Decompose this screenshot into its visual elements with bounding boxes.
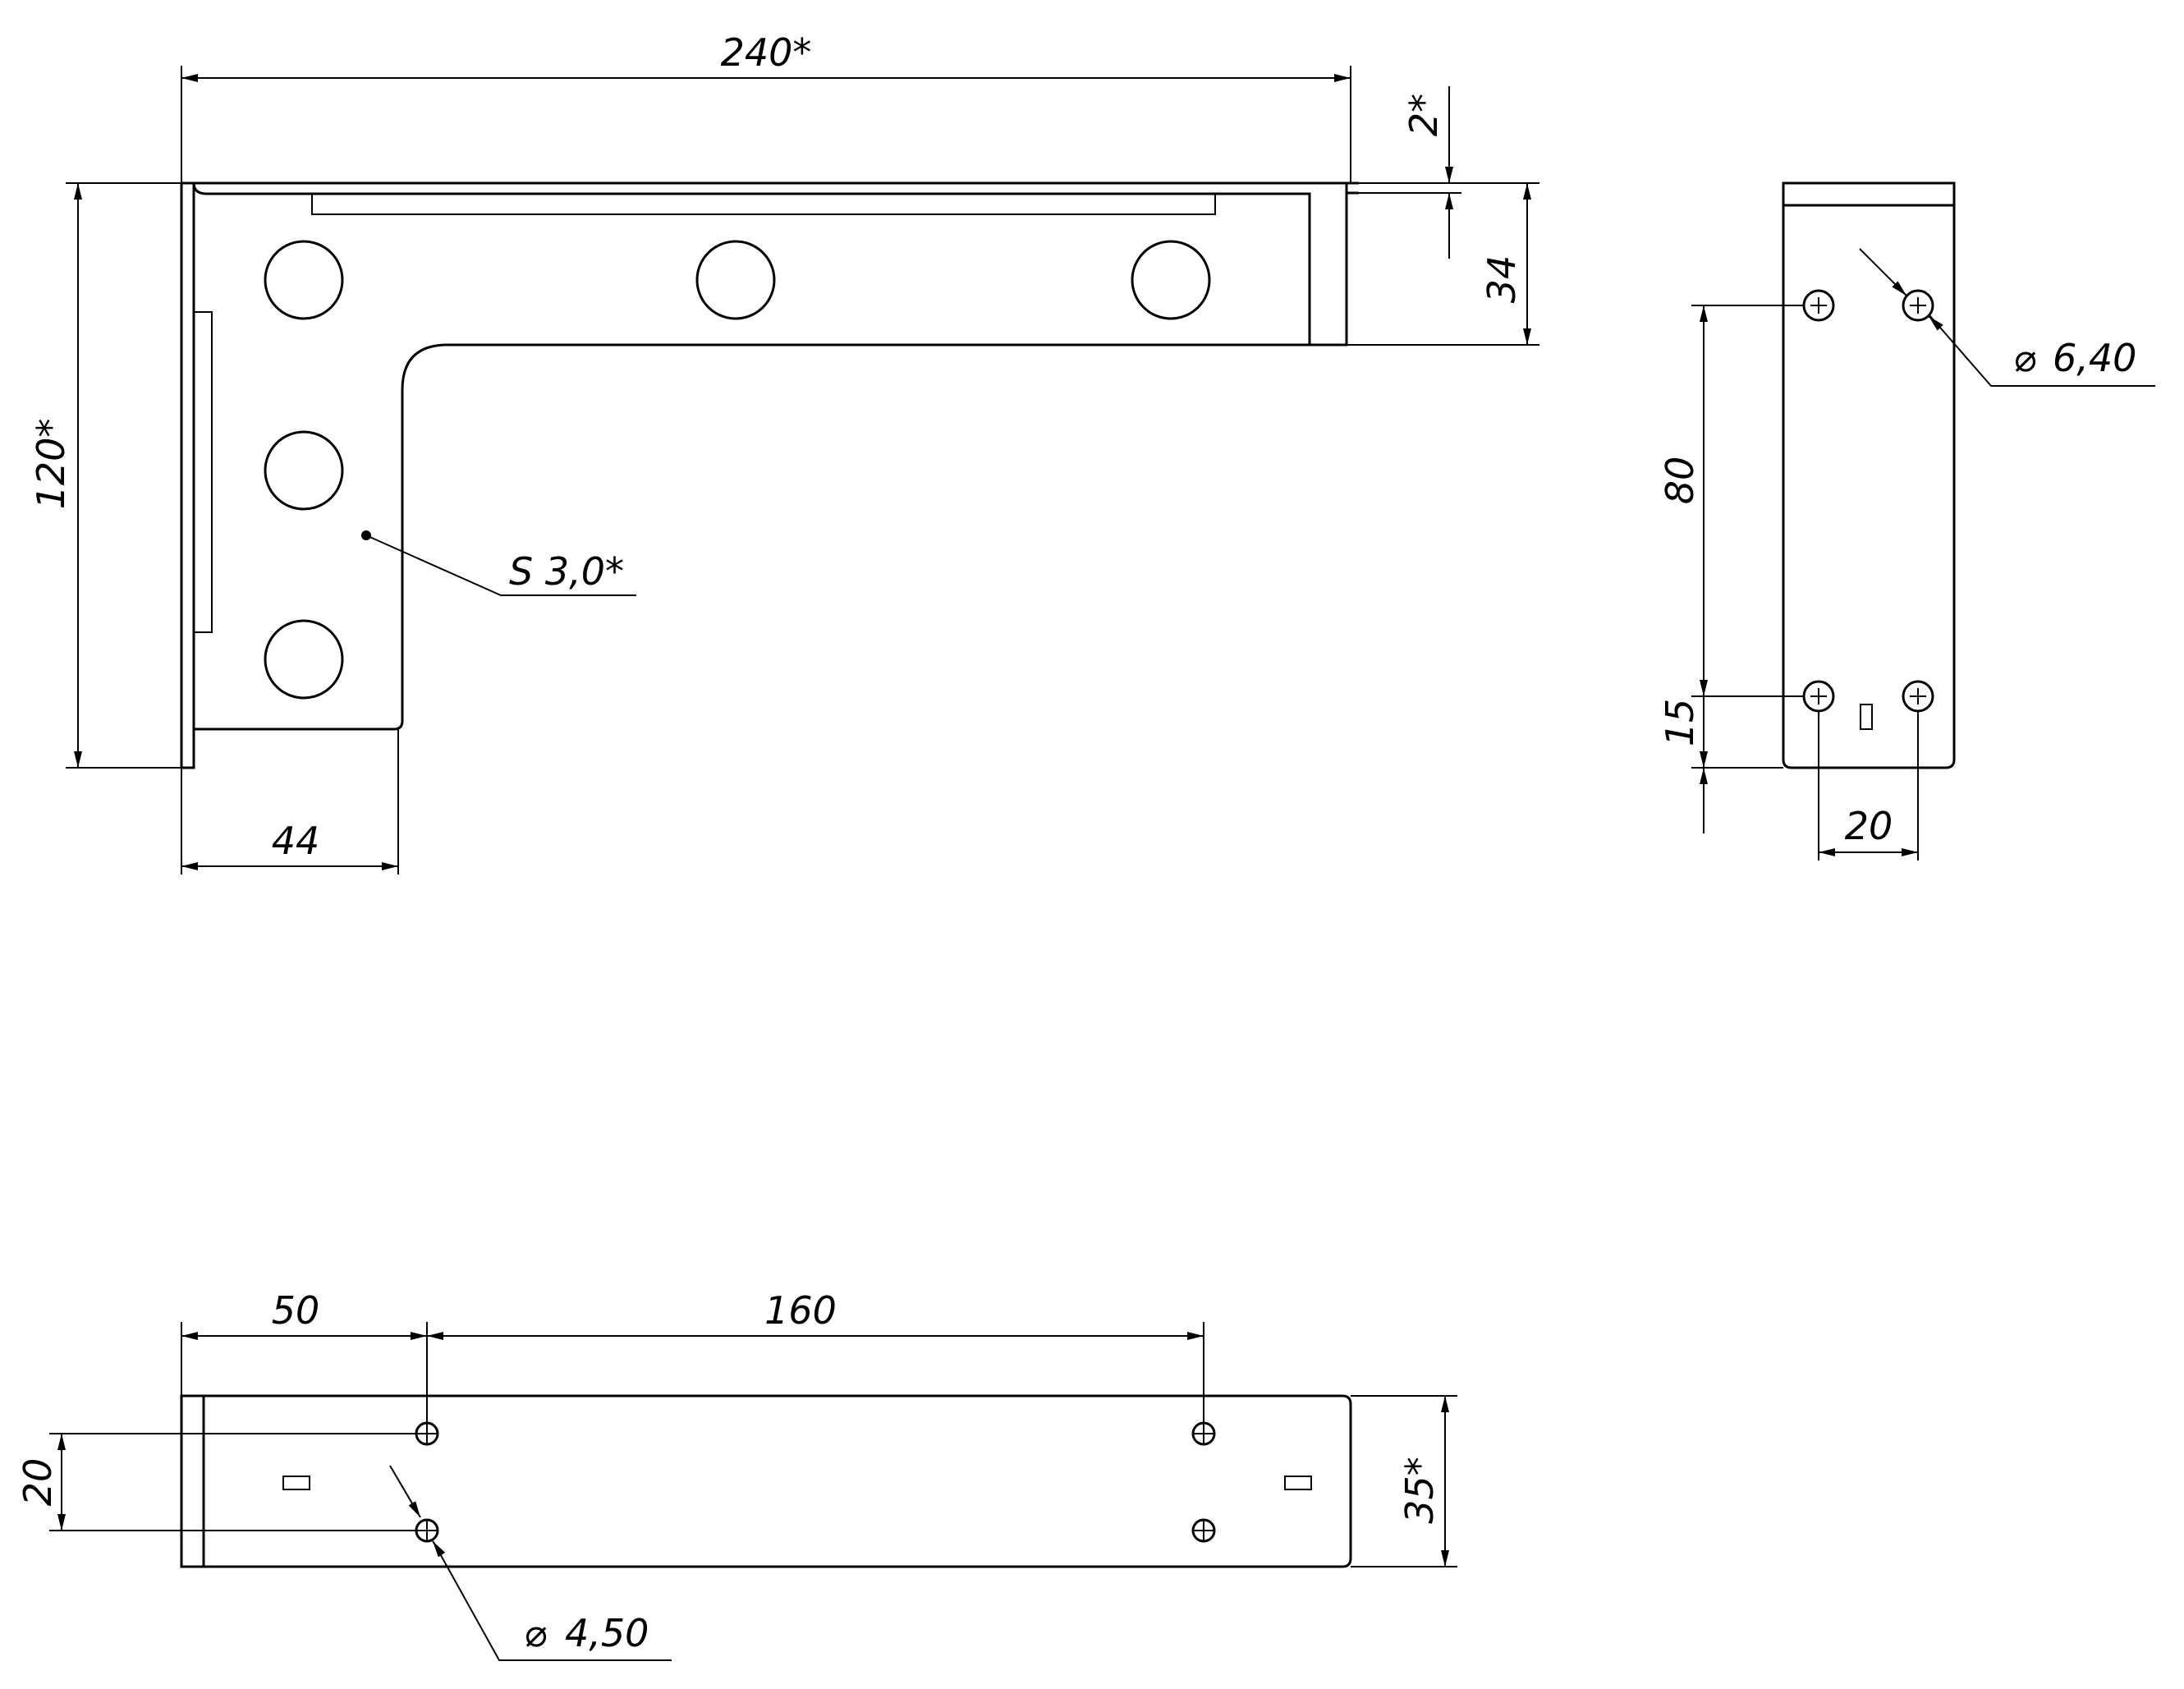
dim-width-label: 240* bbox=[721, 30, 812, 75]
hole-circle bbox=[1902, 289, 1934, 322]
dim-bottom-first-hole-label: 50 bbox=[272, 1288, 320, 1333]
bottom-view: 50 160 20 35* ⌀ 4,50 bbox=[16, 1288, 1457, 1661]
dim-bottom-hole-vertical: 20 bbox=[16, 1433, 416, 1531]
dim-bottom-depth: 35* bbox=[1351, 1395, 1457, 1567]
dim-side-hole-horizontal: 20 bbox=[1818, 711, 1919, 861]
dim-side-hole-bottom: 15 bbox=[1658, 696, 1783, 833]
dim-bottom-hole-spacing: 160 bbox=[427, 1288, 1204, 1423]
dim-bottom-first-hole: 50 bbox=[181, 1288, 428, 1423]
hole-circle bbox=[1131, 240, 1211, 320]
side-hole-diameter-label: 6,40 bbox=[2053, 336, 2136, 380]
bracket-outline bbox=[180, 181, 1359, 769]
bottom-diameter-symbol: ⌀ bbox=[524, 1611, 547, 1655]
dim-flange-height-label: 34 bbox=[1480, 255, 1524, 304]
dim-height-label: 120* bbox=[29, 419, 73, 510]
dim-side-hole-horizontal-label: 20 bbox=[1845, 804, 1893, 848]
bottom-hole-diameter-label: 4,50 bbox=[565, 1611, 649, 1655]
dim-side-hole-diameter: ⌀ 6,40 bbox=[1859, 248, 2155, 387]
dim-side-hole-bottom-label: 15 bbox=[1658, 699, 1702, 747]
hole-circle bbox=[695, 240, 776, 320]
dim-leg-width-label: 44 bbox=[272, 819, 320, 863]
dim-side-hole-vertical: 80 bbox=[1658, 305, 1804, 697]
thickness-note-label: S 3,0* bbox=[509, 549, 624, 594]
dim-width: 240* bbox=[181, 30, 1351, 183]
side-view: 80 15 20 ⌀ 6,40 bbox=[1658, 181, 2155, 861]
hole-circle bbox=[264, 240, 344, 320]
dim-flange-height: 34 bbox=[1347, 182, 1539, 346]
side-diameter-symbol: ⌀ bbox=[2013, 336, 2036, 380]
dim-height: 120* bbox=[29, 182, 181, 769]
dim-flange-thickness: 2* bbox=[1359, 86, 1461, 259]
dim-bottom-hole-vertical-label: 20 bbox=[16, 1458, 60, 1507]
dim-bottom-hole-diameter: ⌀ 4,50 bbox=[389, 1465, 672, 1661]
hole-circle bbox=[264, 430, 344, 511]
dim-bottom-depth-label: 35* bbox=[1397, 1457, 1442, 1524]
thickness-note: S 3,0* bbox=[361, 530, 636, 596]
front-holes bbox=[264, 240, 1211, 700]
dim-side-hole-vertical-label: 80 bbox=[1658, 457, 1702, 505]
hole-circle bbox=[264, 619, 344, 700]
dim-bottom-hole-spacing-label: 160 bbox=[764, 1288, 837, 1333]
front-view: 240* 2* 34 120* 44 bbox=[29, 30, 1539, 874]
dim-leg-width: 44 bbox=[181, 729, 399, 874]
dim-flange-thickness-label: 2* bbox=[1402, 94, 1446, 136]
